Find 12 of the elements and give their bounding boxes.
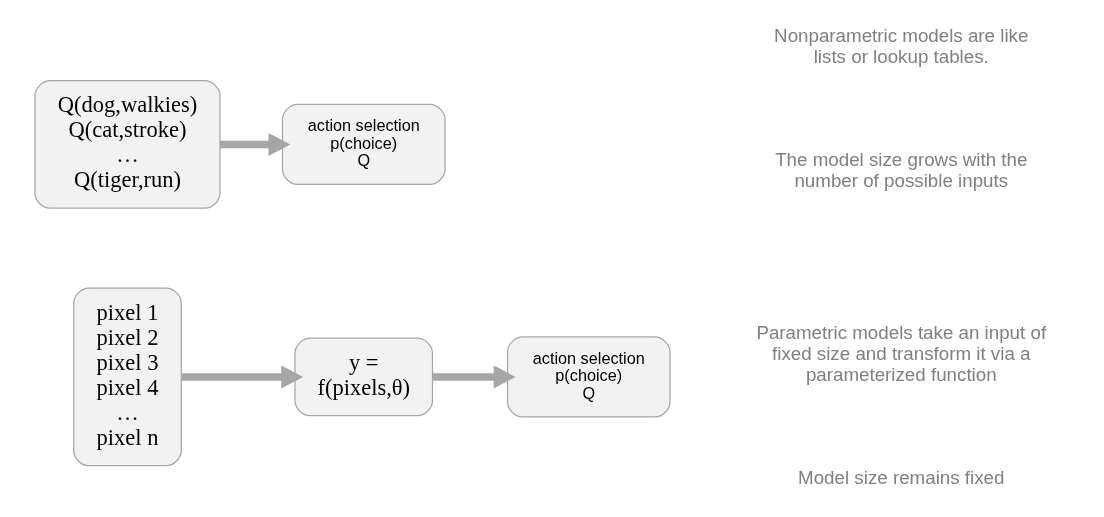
label: The model size grows with the number of possible inputs	[774, 148, 1027, 191]
arrow	[432, 365, 515, 389]
label: Model size remains fixed	[797, 466, 1004, 488]
node-box: y = f(pixels,θ)	[293, 337, 433, 417]
label: Nonparametric models are like lists or lookup tables.	[773, 24, 1028, 68]
node-box: action selection p(choice) Q	[506, 336, 671, 418]
arrow	[181, 365, 303, 389]
node-box: action selection p(choice) Q	[281, 103, 446, 186]
node-box: pixel 1 pixel 2 pixel 3 pixel 4 … pixel n	[72, 287, 182, 467]
node-box: Q(dog,walkies) Q(cat,stroke) … Q(tiger,run)	[33, 80, 221, 209]
label: Parametric models take an input of fixed size and transform it via a parameterized function	[755, 321, 1046, 386]
arrow	[219, 133, 290, 156]
